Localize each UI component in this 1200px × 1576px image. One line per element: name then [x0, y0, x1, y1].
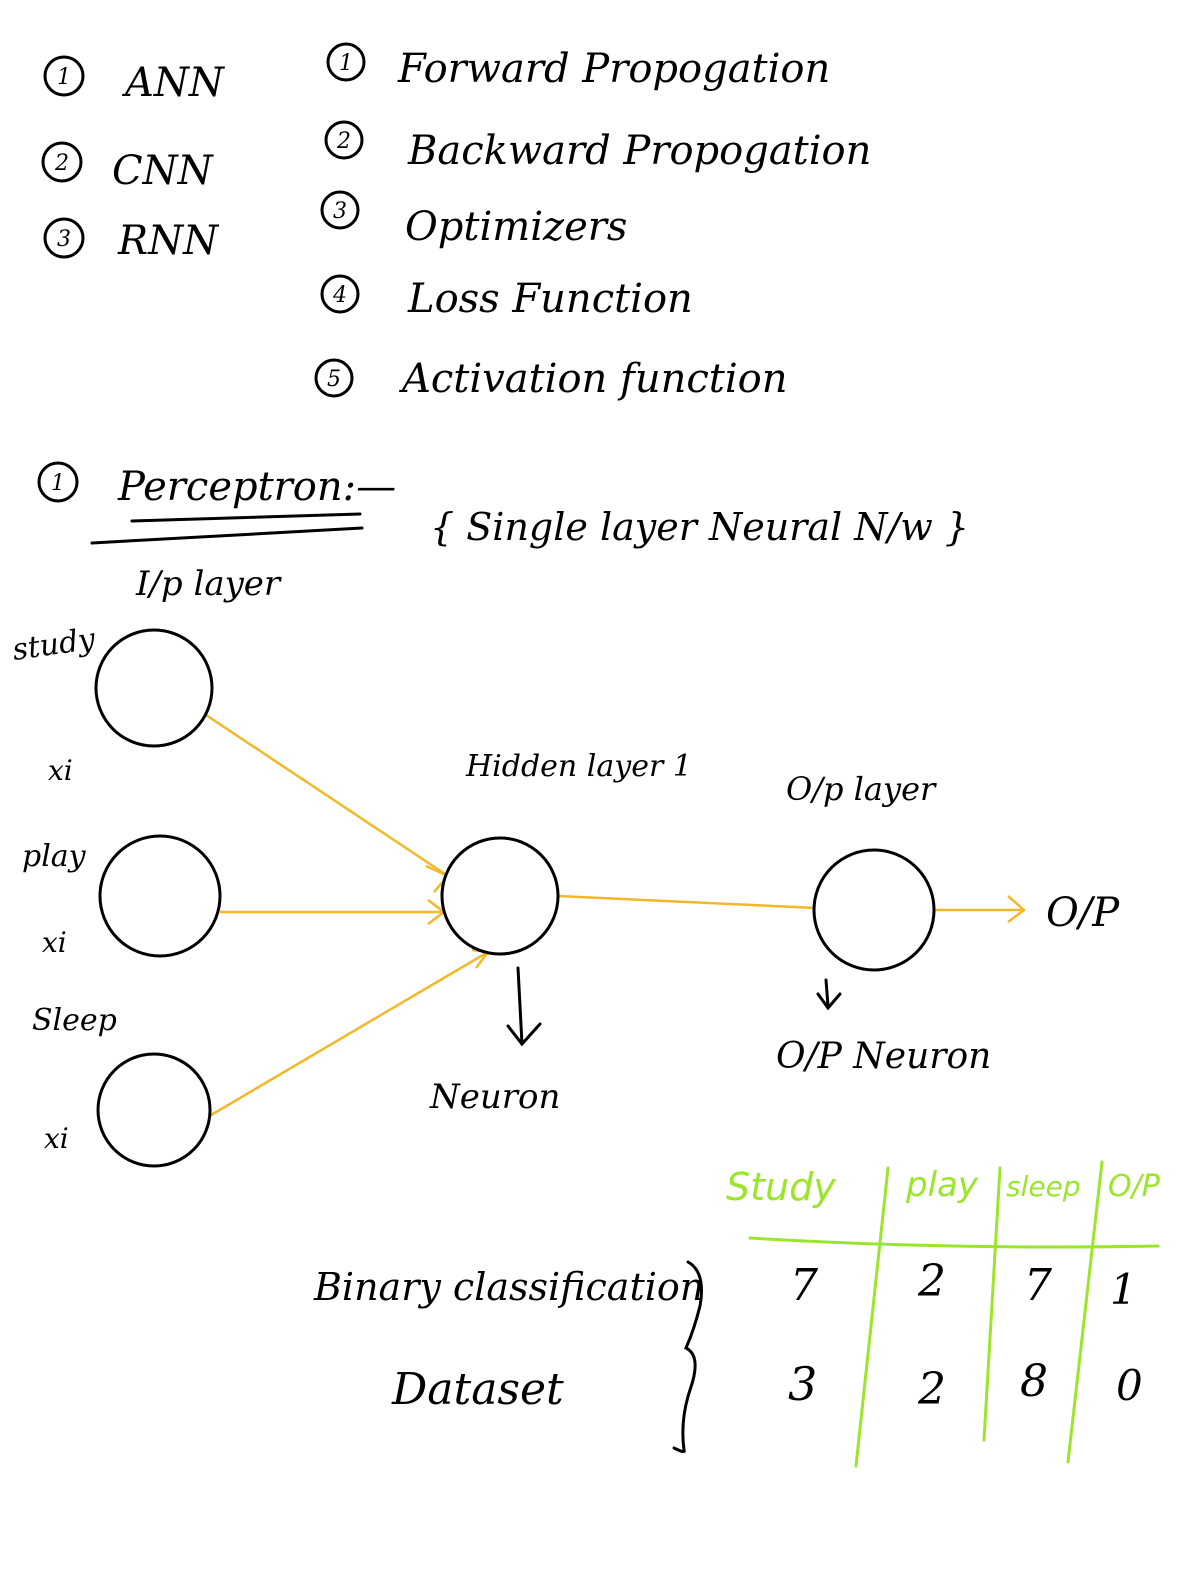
- table-column-line: [1066, 1160, 1104, 1464]
- topic-item-label: Loss Function: [407, 276, 693, 322]
- topic-item-label: Optimizers: [405, 204, 627, 250]
- table-header-sleep: sleep: [1006, 1170, 1081, 1203]
- input-node-study: study xi: [10, 622, 214, 787]
- topic-item-label: Forward Propogation: [397, 46, 830, 92]
- topic-item-number: 1: [339, 51, 353, 76]
- output-neuron-circle: [812, 848, 936, 972]
- table-cell: 0: [1116, 1361, 1143, 1410]
- topic-item-backward-propagation: 2 Backward Propogation: [324, 120, 871, 174]
- edge-sleep-to-neuron: [205, 950, 489, 1120]
- table-column-line: [982, 1166, 1002, 1442]
- table-cell: 2: [917, 1256, 946, 1307]
- dataset-title-line1: Binary classification: [313, 1265, 704, 1309]
- network-item-label: ANN: [121, 60, 226, 106]
- number-circle: [41, 141, 83, 183]
- number-circle: [43, 55, 85, 97]
- table-cell: 2: [917, 1364, 946, 1415]
- table-cell: 1: [1110, 1265, 1137, 1314]
- input-name: study: [10, 622, 98, 668]
- network-types-list: 1 ANN 2 CNN 3 RNN: [41, 55, 226, 264]
- input-var: xi: [44, 1122, 69, 1155]
- table-header-play: play: [905, 1165, 979, 1205]
- perceptron-heading: 1 Perceptron:— { Single layer Neural N/w…: [37, 461, 969, 604]
- perceptron-note: { Single layer Neural N/w }: [430, 505, 969, 549]
- network-item-rnn: 3 RNN: [43, 217, 220, 264]
- edge-study-to-neuron: [205, 713, 449, 878]
- down-arrow-head: [816, 992, 842, 1011]
- table-cell: 3: [788, 1357, 817, 1411]
- input-node-play: play xi: [22, 834, 222, 959]
- table-header-line: [748, 1236, 1160, 1249]
- curly-brace: [672, 1260, 703, 1454]
- table-header-op: O/P: [1108, 1169, 1161, 1204]
- network-item-cnn: 2 CNN: [41, 141, 215, 194]
- number-circle: [326, 42, 366, 82]
- network-item-ann: 1 ANN: [43, 55, 226, 106]
- topic-item-number: 2: [336, 129, 351, 154]
- number-circle: [320, 190, 360, 230]
- perceptron-title: Perceptron:—: [117, 464, 396, 510]
- number-circle: [324, 120, 364, 160]
- input-name: play: [22, 839, 87, 874]
- table-cell: 7: [790, 1260, 818, 1311]
- input-var: xi: [42, 926, 67, 959]
- topic-item-number: 3: [333, 199, 347, 224]
- topic-item-number: 5: [327, 367, 341, 392]
- number-circle: [43, 217, 85, 259]
- arrowhead: [1007, 895, 1026, 923]
- topic-item-label: Backward Propogation: [407, 128, 871, 174]
- underline-2: [90, 526, 364, 545]
- topic-item-number: 4: [332, 283, 347, 308]
- underline-1: [130, 512, 362, 523]
- down-arrow-head: [506, 1022, 542, 1047]
- output-neuron: O/p layer O/P Neuron O/P: [776, 770, 1120, 1077]
- topics-list: 1 Forward Propogation 2 Backward Propoga…: [314, 42, 871, 402]
- table-column-line: [854, 1166, 890, 1468]
- topic-item-label: Activation function: [398, 356, 787, 402]
- down-arrow-shaft: [516, 966, 524, 1046]
- network-item-number: 3: [57, 227, 71, 252]
- topic-item-activation-function: 5 Activation function: [314, 356, 787, 402]
- network-item-label: CNN: [112, 148, 215, 194]
- input-node-circle: [94, 628, 214, 748]
- output-label: O/P: [1046, 890, 1120, 936]
- hidden-neuron: Hidden layer 1 Neuron: [429, 749, 692, 1117]
- network-item-label: RNN: [117, 218, 220, 264]
- table-header-study: Study: [726, 1165, 836, 1209]
- output-neuron-label: O/P Neuron: [776, 1036, 991, 1077]
- dataset-description: Binary classification Dataset: [313, 1260, 704, 1454]
- hidden-neuron-circle: [440, 836, 560, 956]
- network-item-number: 2: [54, 151, 69, 176]
- topic-item-forward-propagation: 1 Forward Propogation: [326, 42, 830, 92]
- number-circle: [320, 274, 360, 314]
- input-var: xi: [48, 754, 73, 787]
- input-name: Sleep: [32, 1003, 117, 1038]
- table-cell: 8: [1020, 1356, 1048, 1407]
- output-layer-label: O/p layer: [786, 770, 937, 808]
- input-node-sleep: Sleep xi: [32, 1003, 212, 1168]
- number-circle: [314, 358, 354, 398]
- edge-neuron-to-output-neuron: [557, 894, 817, 910]
- down-arrow-shaft: [824, 978, 830, 1008]
- input-node-circle: [96, 1052, 212, 1168]
- table-cell: 7: [1024, 1260, 1052, 1311]
- neuron-label: Neuron: [429, 1077, 560, 1117]
- dataset-table: Study play sleep O/P 7 2 7 1 3 2 8 0: [726, 1160, 1161, 1468]
- input-node-circle: [98, 834, 222, 958]
- number-circle: [37, 461, 79, 503]
- dataset-title-line2: Dataset: [391, 1364, 564, 1415]
- input-layer-label: I/p layer: [135, 564, 282, 604]
- topic-item-loss-function: 4 Loss Function: [320, 274, 693, 322]
- perceptron-number: 1: [51, 471, 65, 496]
- network-item-number: 1: [57, 65, 71, 90]
- topic-item-optimizers: 3 Optimizers: [320, 190, 627, 250]
- hidden-layer-label: Hidden layer 1: [465, 749, 692, 784]
